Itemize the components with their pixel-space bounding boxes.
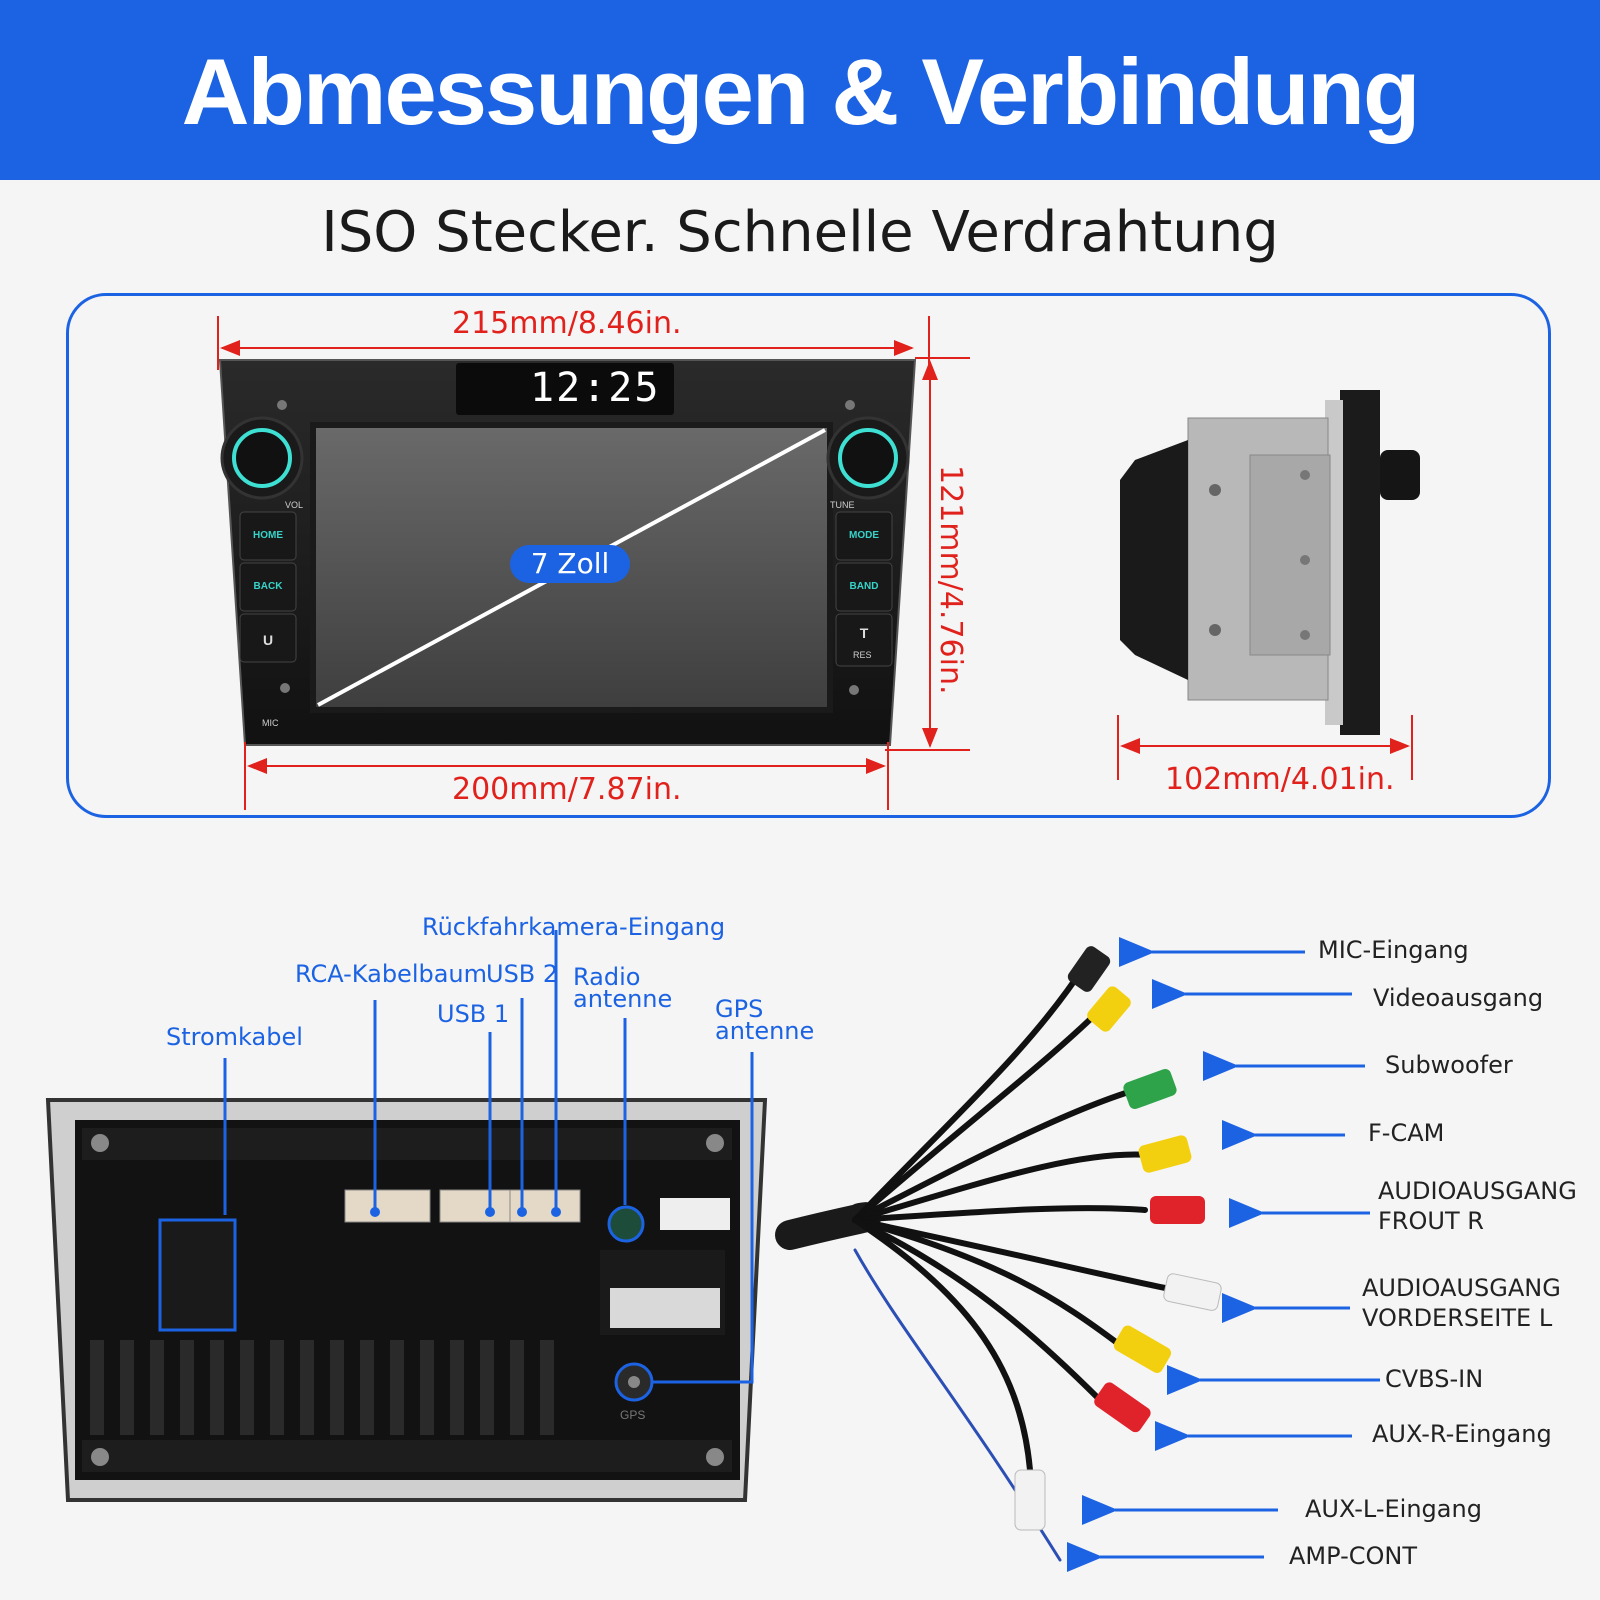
cable-label-video-out: Videoausgang <box>1373 984 1544 1012</box>
u-button[interactable]: U <box>262 632 274 648</box>
tune-label: TUNE <box>830 500 855 510</box>
cable-label-mic-in: MIC-Eingang <box>1318 936 1469 964</box>
res-label: RES <box>853 650 872 660</box>
page-title: Abmessungen & Verbindung <box>181 39 1421 144</box>
subtitle: ISO Stecker. Schnelle Verdrahtung <box>321 200 1279 265</box>
cable-label-audio-out-r-1: AUDIOAUSGANG <box>1378 1177 1577 1205</box>
cable-label-audio-out-l-2: VORDERSEITE L <box>1362 1304 1553 1332</box>
radio-antenna-label-2: antenne <box>573 985 673 1013</box>
power-cable-label: Stromkabel <box>166 1023 303 1051</box>
cable-label-audio-out-r-2: FROUT R <box>1378 1207 1484 1235</box>
cable-label-audio-out-l-1: AUDIOAUSGANG <box>1362 1274 1561 1302</box>
cable-label-cvbs-in: CVBS-IN <box>1385 1365 1484 1393</box>
mic-label: MIC <box>262 718 279 728</box>
depth-label: 102mm/4.01in. <box>1165 762 1395 797</box>
rca-harness-label: RCA-Kabelbaum <box>295 960 488 988</box>
bottom-width-label: 200mm/7.87in. <box>452 772 682 807</box>
label-arrows <box>1067 937 1380 1572</box>
header-banner: Abmessungen & Verbindung <box>0 0 1600 180</box>
clock-display: 12:25 <box>530 365 661 411</box>
gps-port-print: GPS <box>620 1408 646 1422</box>
mode-button[interactable]: MODE <box>849 530 879 541</box>
t-button[interactable]: T <box>859 625 869 641</box>
vol-label: VOL <box>285 500 304 510</box>
top-width-label: 215mm/8.46in. <box>452 306 682 341</box>
height-label: 121mm/4.76in. <box>933 465 968 695</box>
rca-plugs <box>1014 946 1222 1531</box>
gps-antenna-label-1: GPS <box>715 995 764 1023</box>
band-button[interactable]: BAND <box>849 581 879 592</box>
rca-harness <box>775 962 1178 1562</box>
cable-label-aux-r-in: AUX-R-Eingang <box>1372 1420 1552 1448</box>
cable-label-f-cam: F-CAM <box>1368 1119 1445 1147</box>
cable-label-aux-l-in: AUX-L-Eingang <box>1305 1495 1482 1523</box>
dimension-lines <box>217 316 1413 810</box>
usb1-label: USB 1 <box>437 1000 510 1028</box>
cable-label-subwoofer: Subwoofer <box>1385 1051 1513 1079</box>
radio-antenna-label-1: Radio <box>573 963 641 991</box>
back-button[interactable]: BACK <box>253 581 283 592</box>
home-button[interactable]: HOME <box>253 530 283 541</box>
cable-label-amp-cont: AMP-CONT <box>1289 1542 1417 1570</box>
screen-size-badge: 7 Zoll <box>510 545 630 583</box>
back-panel <box>45 930 768 1502</box>
side-unit <box>1120 390 1420 735</box>
usb2-label: USB 2 <box>486 960 559 988</box>
gps-antenna-label-2: antenne <box>715 1017 815 1045</box>
rear-camera-label: Rückfahrkamera-Eingang <box>422 913 726 941</box>
